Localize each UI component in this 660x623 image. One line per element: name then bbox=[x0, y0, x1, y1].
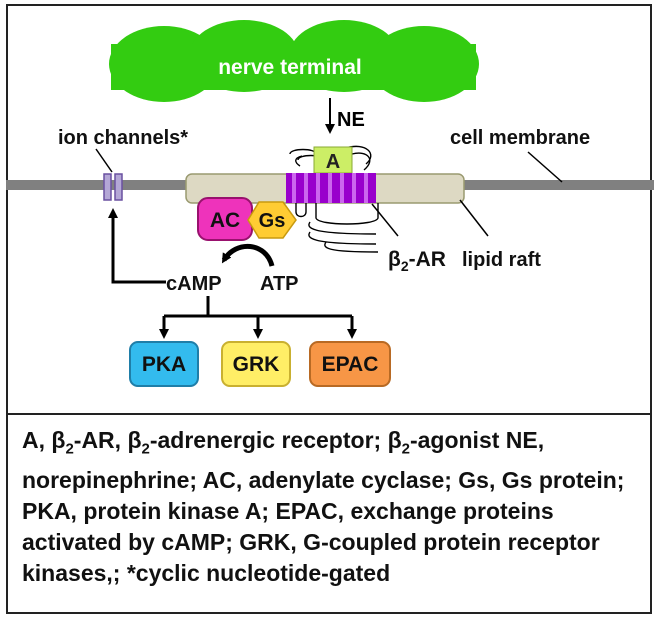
pka-label: PKA bbox=[142, 353, 186, 376]
receptor-label: β2-AR bbox=[388, 248, 446, 274]
grk-box bbox=[221, 341, 291, 387]
lipid-raft-label: lipid raft bbox=[462, 249, 541, 271]
atp-label: ATP bbox=[260, 273, 299, 295]
atp-to-camp-arrow bbox=[221, 243, 275, 267]
grk-label: GRK bbox=[233, 353, 280, 376]
nerve-terminal: nerve terminal bbox=[109, 20, 479, 102]
cell-membrane-label: cell membrane bbox=[450, 127, 590, 149]
camp-to-effectors-arrows bbox=[159, 296, 357, 339]
camp-to-ion-channel-arrow bbox=[108, 208, 166, 284]
camp-label: cAMP bbox=[166, 273, 222, 295]
receptor-intracellular-loops bbox=[295, 203, 379, 253]
figure-caption: A, β2-AR, β2-adrenergic receptor; β2-ago… bbox=[8, 413, 650, 611]
agonist-label: A bbox=[326, 151, 340, 173]
epac-label: EPAC bbox=[322, 353, 379, 376]
pka-box bbox=[129, 341, 199, 387]
ion-channel-leader-line bbox=[95, 148, 113, 173]
cell-membrane-leader-line bbox=[527, 151, 563, 183]
epac-box bbox=[309, 341, 391, 387]
lipid-raft-leader-line bbox=[459, 199, 489, 237]
ne-label: NE bbox=[337, 109, 365, 131]
ion-channels-label: ion channels* bbox=[58, 127, 188, 149]
receptor-extracellular-loops bbox=[289, 145, 372, 171]
signaling-diagram: nerve terminal NE A bbox=[6, 20, 654, 387]
nerve-terminal-label: nerve terminal bbox=[218, 56, 362, 79]
ac-label: AC bbox=[210, 209, 240, 232]
gs-hexagon bbox=[247, 201, 297, 239]
receptor-leader-line bbox=[371, 203, 399, 237]
ion-channel bbox=[103, 173, 123, 201]
agonist-box bbox=[313, 146, 353, 174]
gs-label: Gs bbox=[259, 210, 286, 232]
beta2-receptor bbox=[286, 173, 376, 203]
